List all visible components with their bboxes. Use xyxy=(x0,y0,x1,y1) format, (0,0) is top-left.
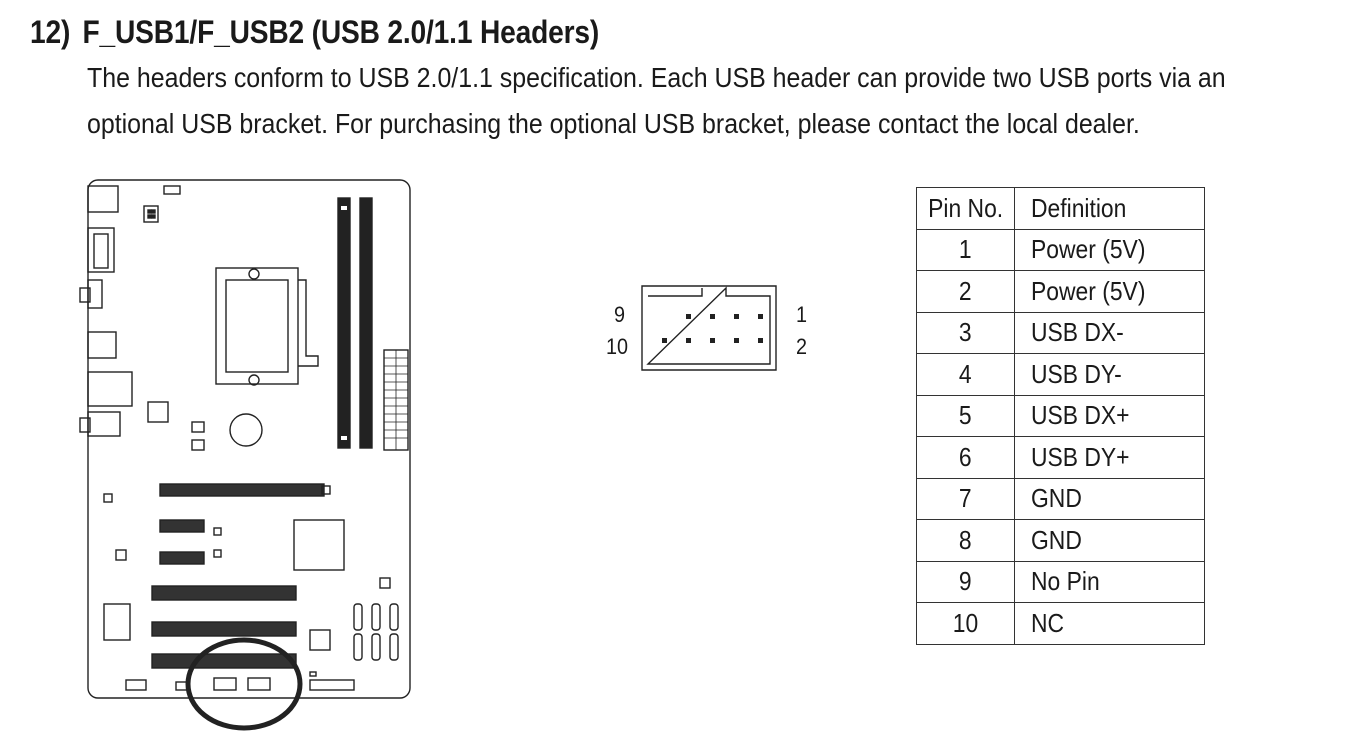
pcie-x16-slot xyxy=(159,483,325,497)
board-outline xyxy=(87,179,411,699)
usb-header-pinout-diagram: 9 10 1 2 xyxy=(600,280,820,380)
section-title: F_USB1/F_USB2 (USB 2.0/1.1 Headers) xyxy=(82,14,600,50)
connector-pins xyxy=(662,314,763,343)
motherboard-diagram xyxy=(74,176,418,736)
pin-label-9: 9 xyxy=(614,302,626,327)
cpu-socket xyxy=(215,267,299,385)
pci-slot-2 xyxy=(151,621,297,637)
section-heading: 12) F_USB1/F_USB2 (USB 2.0/1.1 Headers) xyxy=(30,14,599,51)
pin-label-2: 2 xyxy=(796,334,808,359)
pci-slot-3 xyxy=(151,653,297,669)
pcie-x1-slot-1 xyxy=(159,519,205,533)
chipset xyxy=(293,519,345,571)
column-header-pin-no: Pin No. xyxy=(916,187,1015,230)
usb-header-highlight-circle xyxy=(185,637,303,731)
f-usb2-header xyxy=(247,677,271,691)
pin-label-10: 10 xyxy=(606,334,629,359)
section-number: 12) xyxy=(30,14,71,50)
sata-port xyxy=(353,603,363,631)
pci-slot-1 xyxy=(151,585,297,601)
f-usb1-header xyxy=(213,677,237,691)
pin-label-1: 1 xyxy=(796,302,808,327)
description-line-2: optional USB bracket. For purchasing the… xyxy=(87,108,1140,139)
pcie-x1-slot-2 xyxy=(159,551,205,565)
connector-shroud xyxy=(641,285,777,371)
cmos-battery xyxy=(229,413,263,447)
table-header-row: Pin No. Definition xyxy=(916,187,1205,230)
column-header-definition: Definition xyxy=(1014,187,1205,230)
description-line-1: The headers conform to USB 2.0/1.1 speci… xyxy=(87,62,1226,93)
